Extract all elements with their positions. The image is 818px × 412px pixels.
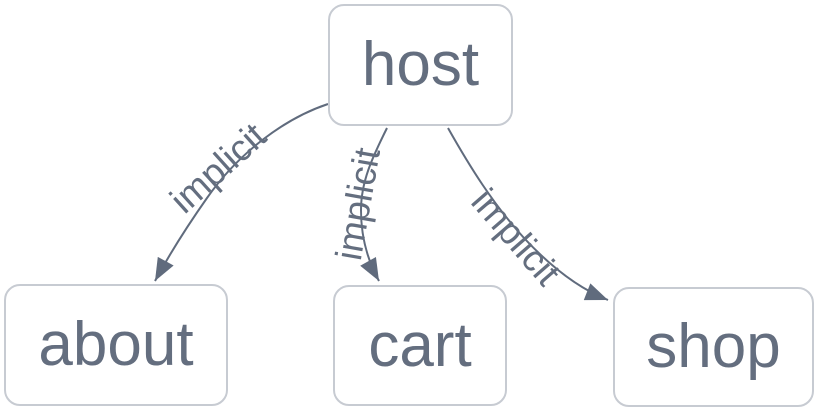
- node-about[interactable]: about: [4, 284, 228, 406]
- node-label: host: [361, 30, 480, 99]
- edge-host-shop: [447, 127, 609, 301]
- node-cart[interactable]: cart: [333, 285, 507, 406]
- node-label: about: [38, 310, 194, 379]
- node-label: cart: [368, 310, 472, 380]
- node-shop[interactable]: shop: [613, 287, 814, 407]
- node-host[interactable]: host: [328, 4, 513, 126]
- edge-host-about: [154, 103, 329, 282]
- edge-host-cart: [359, 127, 388, 282]
- node-label: shop: [646, 312, 781, 381]
